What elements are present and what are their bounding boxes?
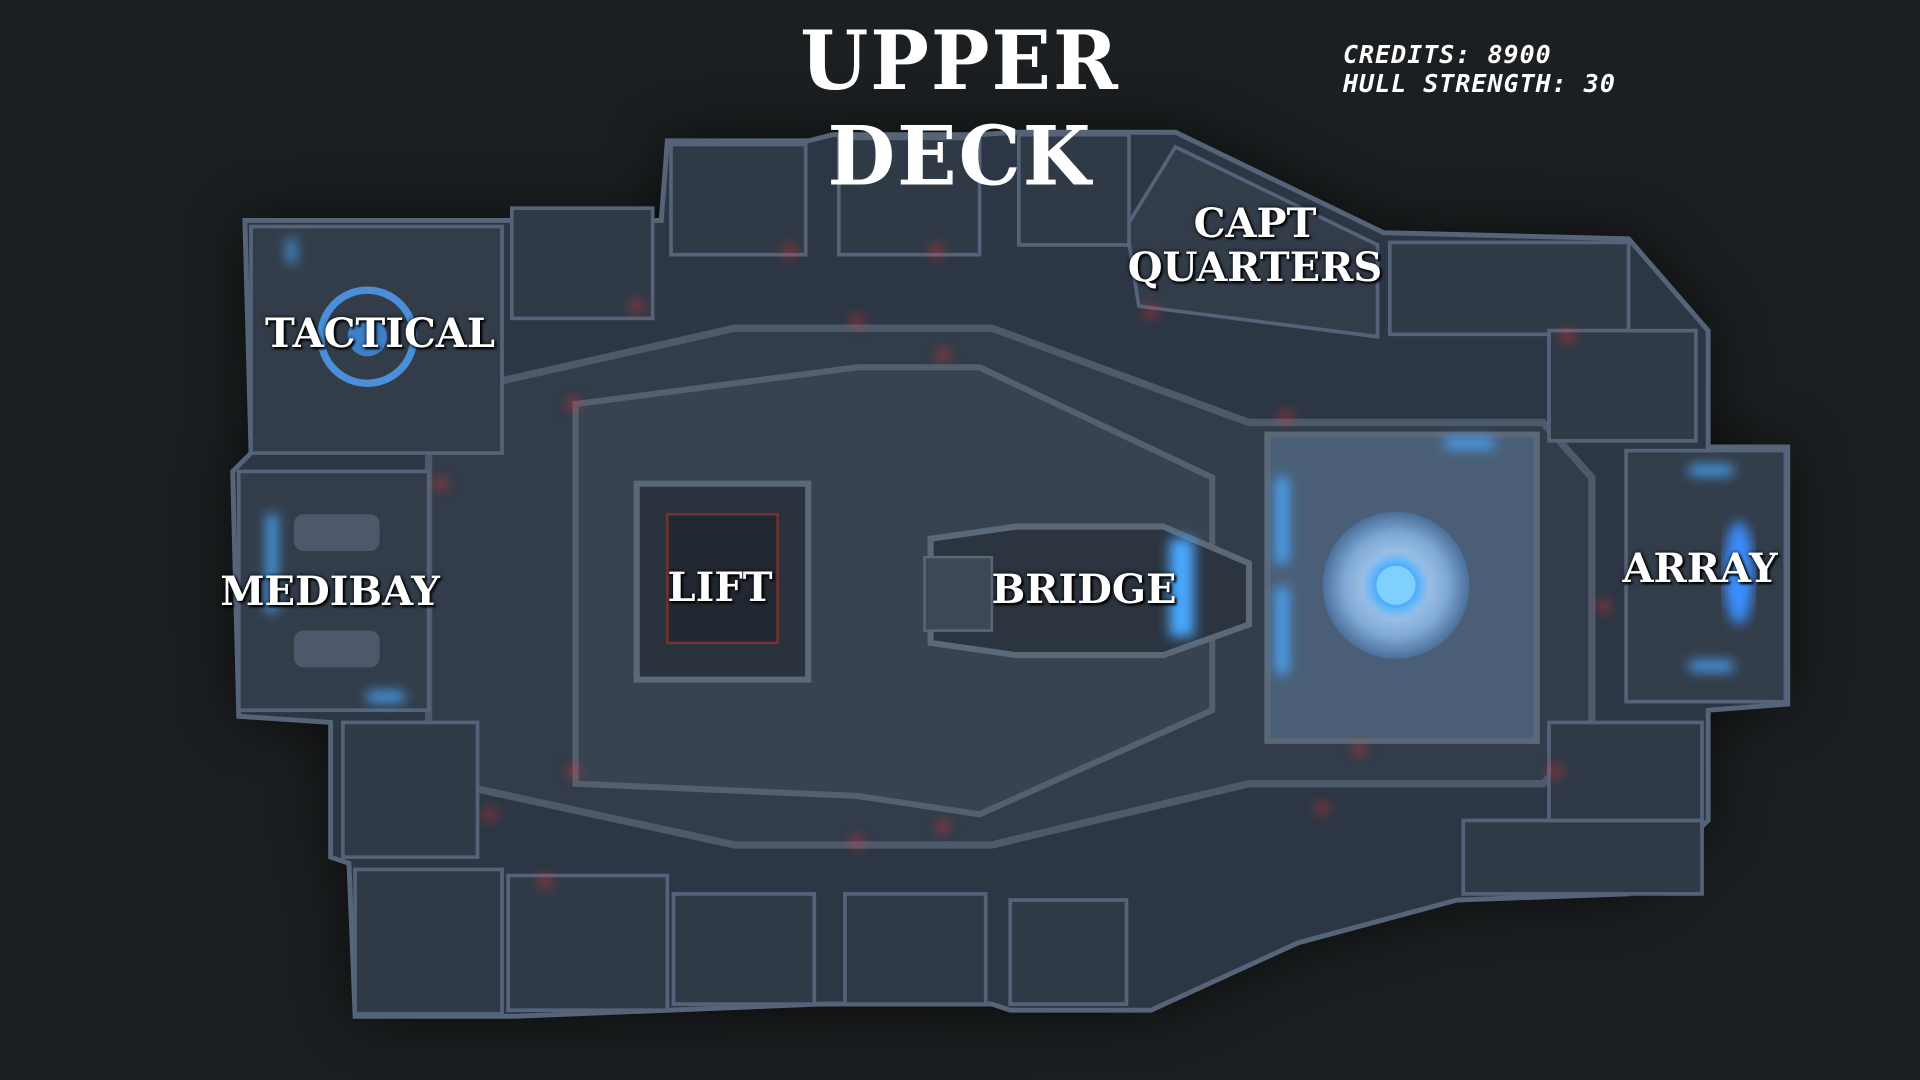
cabin-rooms xyxy=(341,132,1704,1016)
hull-strength-readout: HULL STRENGTH: 30 xyxy=(1343,69,1616,98)
credits-readout: CREDITS: 8900 xyxy=(1343,40,1552,69)
command-deck xyxy=(572,364,1216,818)
room-label-bridge[interactable]: BRIDGE xyxy=(991,566,1177,613)
blue-lights xyxy=(266,238,1733,702)
room-label-lift[interactable]: LIFT xyxy=(667,564,773,611)
tactical-console xyxy=(317,286,418,387)
room-label-capt-quarters[interactable]: CAPT QUARTERS xyxy=(1128,202,1382,290)
stats-panel: CREDITS: 8900 HULL STRENGTH: 30 xyxy=(1343,40,1616,98)
array-room xyxy=(1624,448,1788,704)
capt-label-line2: QUARTERS xyxy=(1127,244,1383,291)
deck-title: UPPER DECK xyxy=(800,13,1120,205)
room-label-tactical[interactable]: TACTICAL xyxy=(265,310,495,357)
capt-label-line1: CAPT xyxy=(1193,200,1317,247)
red-lights xyxy=(434,244,1611,888)
room-label-medibay[interactable]: MEDIBAY xyxy=(220,568,440,615)
capt-quarters-room xyxy=(1124,144,1380,339)
medibay-room xyxy=(236,469,431,713)
room-label-array[interactable]: ARRAY xyxy=(1622,545,1778,592)
